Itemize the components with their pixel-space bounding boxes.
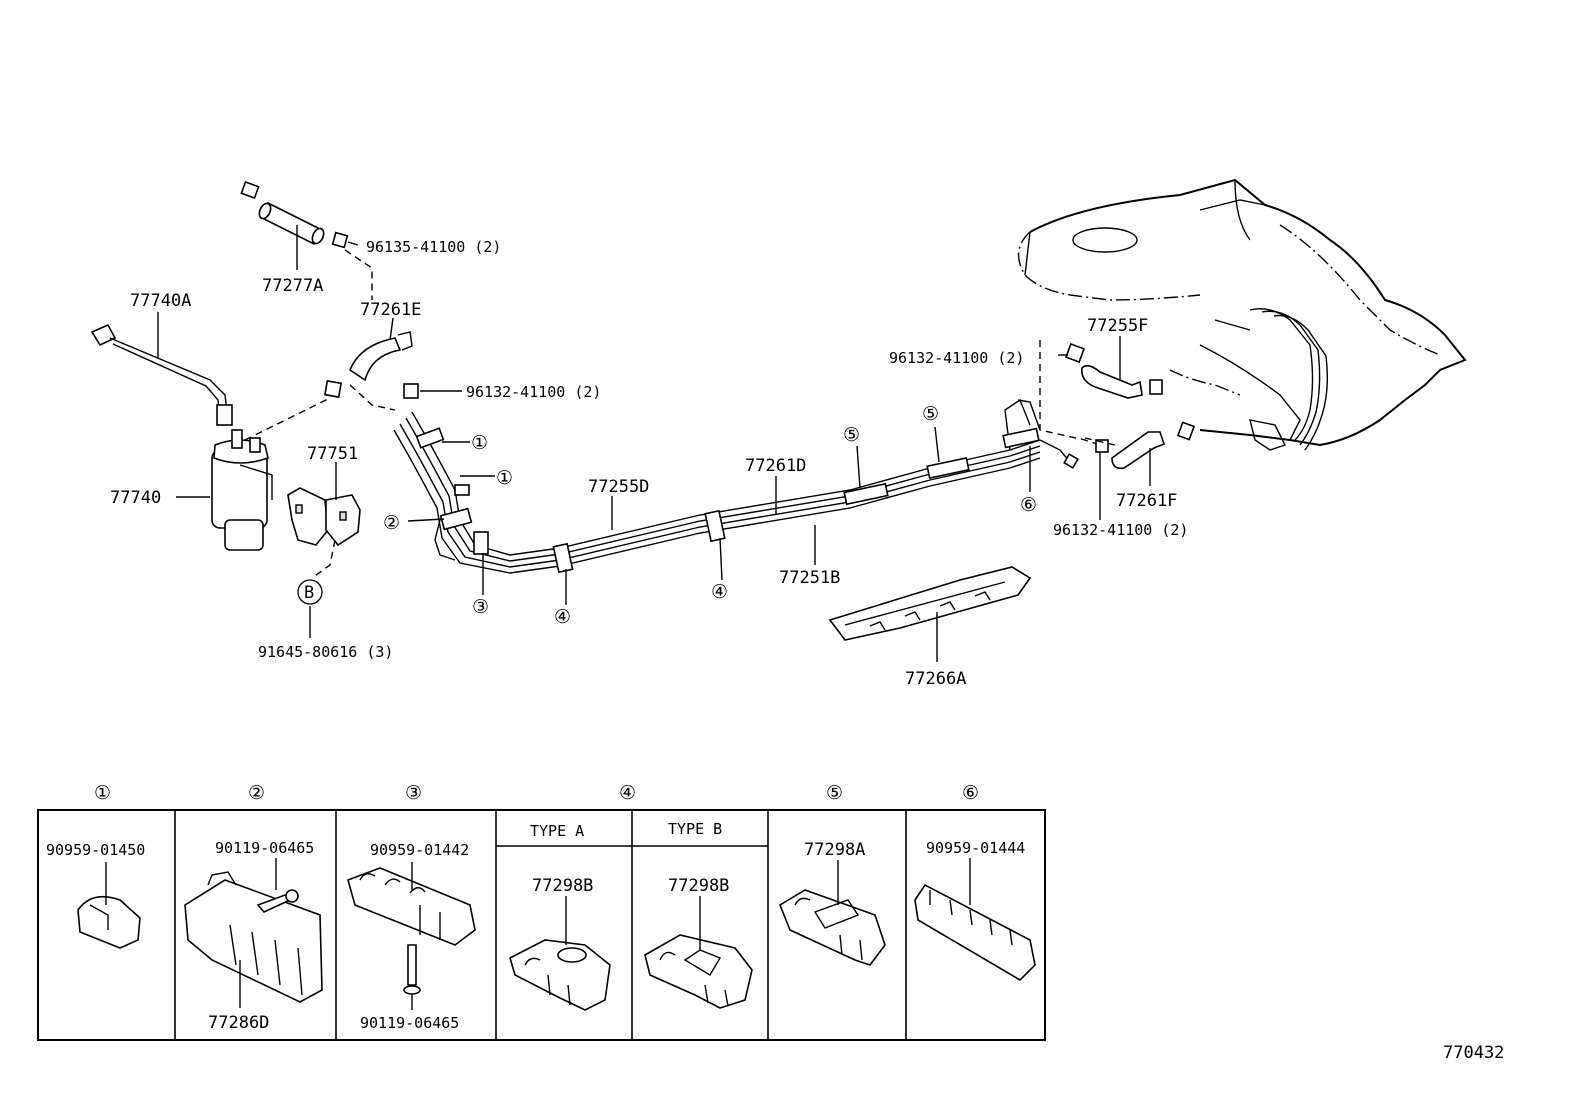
- table-header-6: ⑥: [962, 782, 979, 804]
- diagram-id: 770432: [1443, 1043, 1504, 1063]
- callout-6: ⑥: [1020, 494, 1037, 516]
- label-77261D: 77261D: [745, 456, 806, 476]
- callout-1b: ①: [496, 467, 513, 489]
- label-96132-41100-c: 96132-41100 (2): [1053, 521, 1188, 539]
- fuel-line-bundle: [393, 340, 1101, 574]
- table-header-3: ③: [405, 782, 422, 804]
- table-header-4: ④: [619, 782, 636, 804]
- filter-assembly-77740: [90, 312, 343, 551]
- cell3-part-top: 90959-01442: [370, 841, 469, 859]
- fuel-tank: [1017, 178, 1467, 451]
- cell2-part-top: 90119-06465: [215, 839, 314, 857]
- label-96132-41100-b: 96132-41100 (2): [889, 349, 1024, 367]
- clamp-5-drawing: [779, 860, 886, 966]
- label-77277A: 77277A: [262, 276, 323, 296]
- callout-3: ③: [472, 596, 489, 618]
- label-77740: 77740: [110, 488, 161, 508]
- clamp-1-drawing: [77, 862, 141, 949]
- bundle-clamps: [415, 427, 1040, 574]
- clamp-6-drawing: [914, 858, 1036, 982]
- clamp-3-drawing: [347, 862, 476, 1010]
- clamp-2-drawing: [184, 858, 323, 1008]
- clamp-detail-table: ① ② ③ ④ ⑤ ⑥ TYPE A TYPE B 90959-01450 90…: [37, 782, 1046, 1041]
- cell4a-part: 77298B: [532, 876, 593, 896]
- callout-2: ②: [383, 512, 400, 534]
- hose-77261e: [349, 317, 462, 411]
- cell5-part: 77298A: [804, 840, 865, 860]
- label-77255D: 77255D: [588, 477, 649, 497]
- cell4b-part: 77298B: [668, 876, 729, 896]
- label-77266A: 77266A: [905, 669, 966, 689]
- protector-77266a: [828, 566, 1032, 662]
- table-header-1: ①: [94, 782, 111, 804]
- type-b-label: TYPE B: [668, 820, 722, 838]
- callout-4a: ④: [554, 606, 571, 628]
- label-91645-80616: 91645-80616 (3): [258, 643, 393, 661]
- table-header-2: ②: [248, 782, 265, 804]
- cell6-part: 90959-01444: [926, 839, 1025, 857]
- cell3-part-bottom: 90119-06465: [360, 1014, 459, 1032]
- part-labels: 77740A 77277A 96135-41100 (2) 77261E 961…: [110, 238, 1188, 689]
- bracket-77751: [287, 462, 361, 638]
- type-a-label: TYPE A: [530, 822, 584, 840]
- hose-77277a: [240, 180, 373, 300]
- table-header-5: ⑤: [826, 782, 843, 804]
- callout-markers: ① ① ② ③ ④ ④ ⑤ ⑤ ⑥: [383, 403, 1037, 628]
- callout-5b: ⑤: [922, 403, 939, 425]
- label-96132-41100-a: 96132-41100 (2): [466, 383, 601, 401]
- cell1-part: 90959-01450: [46, 841, 145, 859]
- label-77255F: 77255F: [1087, 316, 1148, 336]
- label-96135-41100: 96135-41100 (2): [366, 238, 501, 256]
- label-77251B: 77251B: [779, 568, 840, 588]
- clamp-4a-drawing: [509, 896, 611, 1011]
- cell2-part-bottom: 77286D: [208, 1013, 269, 1033]
- label-77261E: 77261E: [360, 300, 421, 320]
- callout-5a: ⑤: [843, 424, 860, 446]
- label-77740A: 77740A: [130, 291, 191, 311]
- label-B: B: [304, 583, 314, 603]
- label-77261F: 77261F: [1116, 491, 1177, 511]
- callout-1a: ①: [471, 432, 488, 454]
- callout-4b: ④: [711, 581, 728, 603]
- leader-lines: [407, 426, 1031, 605]
- clamp-4b-drawing: [644, 896, 753, 1009]
- hoses-right: [1058, 336, 1196, 520]
- label-77751: 77751: [307, 444, 358, 464]
